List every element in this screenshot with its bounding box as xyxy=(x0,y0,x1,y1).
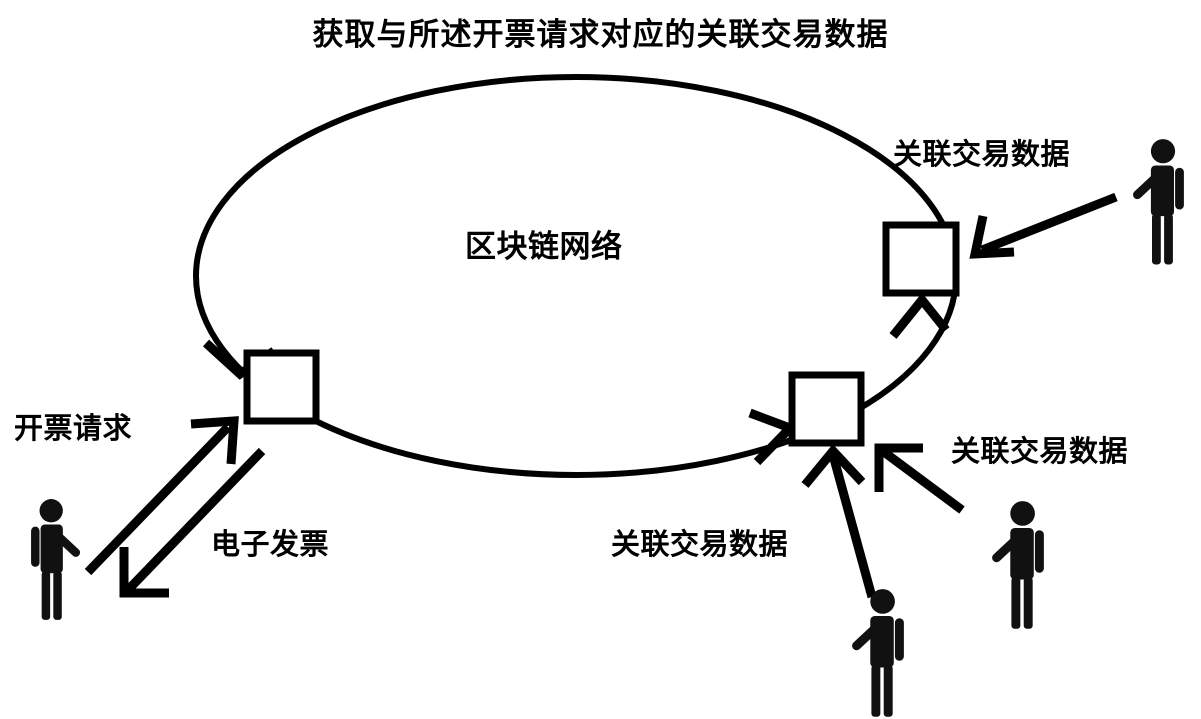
actor-leg-left-icon xyxy=(1164,213,1173,265)
actor-leg-left-icon xyxy=(883,665,893,717)
actor-left xyxy=(31,499,81,620)
actor-arm-down-icon xyxy=(1034,530,1044,573)
label-invoice-request: 开票请求 xyxy=(14,411,133,445)
actor-leg-right-icon xyxy=(1152,213,1161,265)
arrow-txdata-top-right-shaft xyxy=(980,192,1118,255)
actor-head-icon xyxy=(1010,501,1035,526)
label-electronic-invoice: 电子发票 xyxy=(211,527,330,561)
actor-arm-raised-icon xyxy=(992,531,1024,563)
actor-leg-left-icon xyxy=(41,571,51,620)
actor-leg-right-icon xyxy=(53,571,62,620)
label-transaction-data-top-right: 关联交易数据 xyxy=(893,137,1071,171)
arrow-invoice-request xyxy=(84,416,239,576)
actor-arm-raised-icon xyxy=(1133,169,1165,200)
node-top-right[interactable] xyxy=(882,221,960,297)
arrow-electronic-invoice-head xyxy=(119,547,169,598)
actor-head-icon xyxy=(1150,139,1176,164)
network-label: 区块链网络 xyxy=(465,229,623,265)
arrow-txdata-bottom-right-head xyxy=(874,443,923,492)
label-transaction-data-right: 关联交易数据 xyxy=(951,434,1129,468)
actor-arm-down-icon xyxy=(31,526,40,567)
arrow-txdata-bottom-center-head xyxy=(801,444,866,488)
actor-arm-down-icon xyxy=(894,618,904,661)
label-transaction-data-bottom: 关联交易数据 xyxy=(611,527,789,561)
arrow-txdata-bottom-right xyxy=(874,443,965,514)
actor-top-right xyxy=(1133,139,1184,265)
actor-leg-right-icon xyxy=(1011,577,1021,629)
actor-head-icon xyxy=(870,589,895,614)
arrow-txdata-top-right xyxy=(969,192,1118,259)
actor-arm-raised-icon xyxy=(49,528,81,557)
arrow-txdata-top-right-head xyxy=(969,215,1015,259)
arrow-txdata-bottom-center-shaft xyxy=(828,453,877,599)
arrow-electronic-invoice-shaft xyxy=(124,447,266,594)
actor-head-icon xyxy=(39,499,63,523)
actor-leg-right-icon xyxy=(871,665,881,717)
node-bottom-right[interactable] xyxy=(788,371,865,447)
arrow-electronic-invoice xyxy=(119,447,266,598)
network-nodes xyxy=(243,221,960,447)
arrow-invoice-request-shaft xyxy=(84,423,232,576)
node-left[interactable] xyxy=(243,349,320,425)
actor-arm-raised-icon xyxy=(852,619,884,651)
arrow-txdata-bottom-center xyxy=(801,444,877,599)
actor-bottom-center xyxy=(852,589,904,717)
actor-leg-left-icon xyxy=(1023,577,1033,629)
diagram-title: 获取与所述开票请求对应的关联交易数据 xyxy=(312,17,889,53)
chevron-ring-top-right xyxy=(889,292,950,339)
actor-arm-down-icon xyxy=(1175,167,1184,210)
arrow-invoice-request-head xyxy=(190,416,239,465)
actor-bottom-right xyxy=(992,501,1044,629)
arrow-txdata-bottom-right-shaft xyxy=(881,448,965,514)
